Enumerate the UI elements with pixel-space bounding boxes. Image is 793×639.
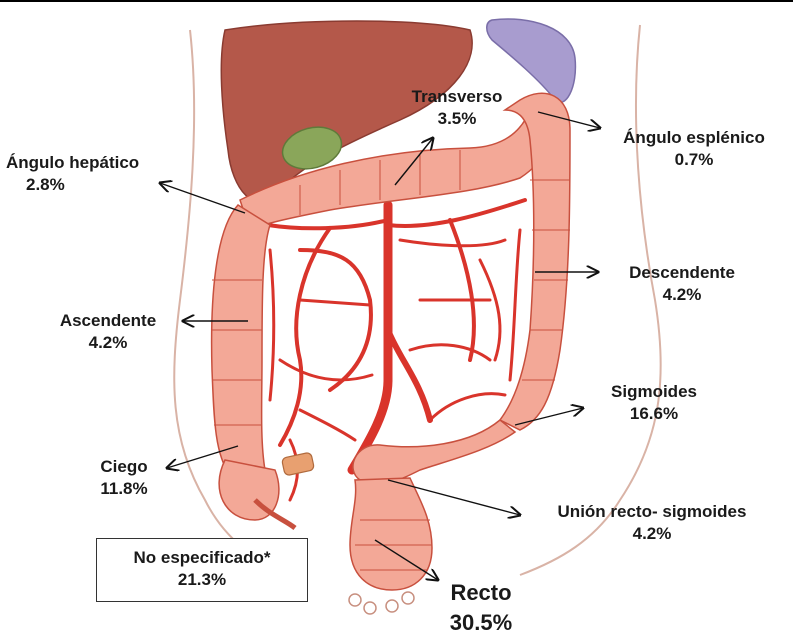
label-angulo-esplenico: Ángulo esplénico 0.7%	[606, 127, 782, 171]
ileum	[281, 452, 314, 476]
label-ascendente-name: Ascendente	[44, 310, 172, 332]
label-descendente-value: 4.2%	[612, 284, 752, 306]
label-ascendente: Ascendente 4.2%	[44, 310, 172, 354]
label-ciego-value: 11.8%	[76, 478, 172, 500]
label-no-especificado-name: No especificado*	[96, 547, 308, 569]
label-sigmoides-name: Sigmoides	[594, 381, 714, 403]
label-angulo-esplenico-name: Ángulo esplénico	[606, 127, 782, 149]
label-union-name: Unión recto- sigmoides	[530, 501, 774, 523]
label-angulo-hepatico-name: Ángulo hepático	[6, 152, 188, 174]
label-ciego: Ciego 11.8%	[76, 456, 172, 500]
label-recto: Recto 30.5%	[426, 578, 536, 638]
label-no-especificado: No especificado* 21.3%	[96, 547, 308, 591]
label-transverso-value: 3.5%	[397, 108, 517, 130]
label-descendente: Descendente 4.2%	[612, 262, 752, 306]
label-descendente-name: Descendente	[612, 262, 752, 284]
label-recto-name: Recto	[426, 578, 536, 608]
label-sigmoides: Sigmoides 16.6%	[594, 381, 714, 425]
label-ciego-name: Ciego	[76, 456, 172, 478]
label-angulo-hepatico-value: 2.8%	[6, 174, 188, 196]
label-angulo-hepatico: Ángulo hepático 2.8%	[0, 152, 188, 196]
label-sigmoides-value: 16.6%	[594, 403, 714, 425]
label-ascendente-value: 4.2%	[44, 332, 172, 354]
label-union-value: 4.2%	[530, 523, 774, 545]
label-recto-value: 30.5%	[426, 608, 536, 638]
label-transverso-name: Transverso	[397, 86, 517, 108]
label-transverso: Transverso 3.5%	[397, 86, 517, 130]
label-angulo-esplenico-value: 0.7%	[606, 149, 782, 171]
label-no-especificado-value: 21.3%	[96, 569, 308, 591]
anus	[349, 592, 414, 614]
label-union: Unión recto- sigmoides 4.2%	[530, 501, 774, 545]
